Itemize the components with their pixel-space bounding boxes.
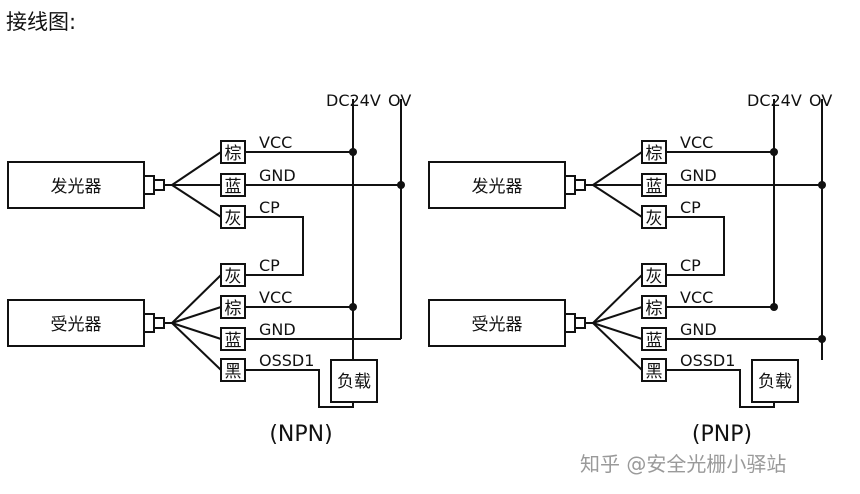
receiver-connector-tip — [153, 317, 165, 329]
npn-diagram: DC24VOV发光器受光器棕VCC蓝GND灰CP灰CP棕VCC蓝GND黑OSSD… — [7, 91, 411, 447]
load-box — [330, 359, 378, 403]
receiver-fan-wire — [592, 274, 643, 324]
cp-link-wire — [245, 216, 304, 276]
receiver-signal-label: VCC — [259, 288, 292, 307]
emitter-signal-label: VCC — [259, 133, 292, 152]
emitter-box — [428, 161, 566, 209]
receiver-fan-wire — [171, 322, 222, 340]
load-label: 负载 — [758, 372, 792, 392]
emitter-connector — [143, 175, 155, 195]
receiver-signal-label: GND — [680, 320, 717, 339]
receiver-color-label: 黑 — [225, 362, 242, 382]
receiver-fan-wire — [592, 306, 643, 324]
emitter-color-label: 灰 — [646, 209, 663, 229]
cp-link-wire — [666, 216, 725, 276]
receiver-connector — [143, 313, 155, 333]
ground-label: OV — [388, 91, 411, 110]
receiver-color-label: 蓝 — [225, 331, 242, 351]
receiver-signal-label: OSSD1 — [680, 351, 735, 370]
emitter-fan-wire — [171, 184, 222, 218]
emitter-fan-wire — [171, 151, 222, 186]
receiver-fan-wire — [171, 274, 222, 324]
load-box — [751, 359, 799, 403]
receiver-signal-label: GND — [259, 320, 296, 339]
mode-label: (NPN) — [269, 422, 332, 447]
receiver-connector — [564, 313, 576, 333]
receiver-color-label: 黑 — [646, 362, 663, 382]
ground-label: OV — [809, 91, 832, 110]
receiver-color-label: 棕 — [646, 299, 663, 319]
emitter-label: 发光器 — [51, 177, 102, 197]
emitter-signal-label: GND — [680, 166, 717, 185]
receiver-connector-tip — [574, 317, 586, 329]
emitter-color-label: 蓝 — [225, 177, 242, 197]
junction-dot — [818, 335, 826, 343]
watermark: 知乎 @安全光栅小驿站 — [580, 452, 787, 476]
emitter-fan-wire — [592, 184, 643, 218]
emitter-color-label: 棕 — [225, 144, 242, 164]
emitter-connector — [564, 175, 576, 195]
emitter-signal-label: CP — [259, 198, 280, 217]
ossd1-wire — [666, 369, 775, 408]
load-label: 负载 — [337, 372, 371, 392]
emitter-color-label: 棕 — [646, 144, 663, 164]
emitter-signal-label: GND — [259, 166, 296, 185]
receiver-color-label: 蓝 — [646, 331, 663, 351]
pnp-diagram: DC24VOV发光器受光器棕VCC蓝GND灰CP灰CP棕VCC蓝GND黑OSSD… — [428, 91, 832, 447]
receiver-color-label: 灰 — [646, 267, 663, 287]
receiver-color-label: 棕 — [225, 299, 242, 319]
receiver-signal-label: VCC — [680, 288, 713, 307]
emitter-signal-label: CP — [680, 198, 701, 217]
receiver-label: 受光器 — [51, 315, 102, 335]
emitter-fan-wire — [592, 151, 643, 186]
page-heading: 接线图: — [6, 10, 77, 34]
receiver-fan-wire — [592, 322, 643, 371]
emitter-box — [7, 161, 145, 209]
emitter-signal-label: VCC — [680, 133, 713, 152]
receiver-fan-wire — [171, 322, 222, 371]
receiver-signal-label: CP — [259, 256, 280, 275]
emitter-color-label: 灰 — [225, 209, 242, 229]
receiver-signal-label: OSSD1 — [259, 351, 314, 370]
emitter-color-label: 蓝 — [646, 177, 663, 197]
emitter-connector-tip — [574, 179, 586, 191]
receiver-color-label: 灰 — [225, 267, 242, 287]
ossd1-wire — [245, 369, 354, 408]
emitter-connector-tip — [153, 179, 165, 191]
receiver-fan-wire — [171, 306, 222, 324]
receiver-signal-label: CP — [680, 256, 701, 275]
receiver-label: 受光器 — [472, 315, 523, 335]
mode-label: (PNP) — [692, 422, 752, 447]
receiver-fan-wire — [592, 322, 643, 340]
emitter-label: 发光器 — [472, 177, 523, 197]
